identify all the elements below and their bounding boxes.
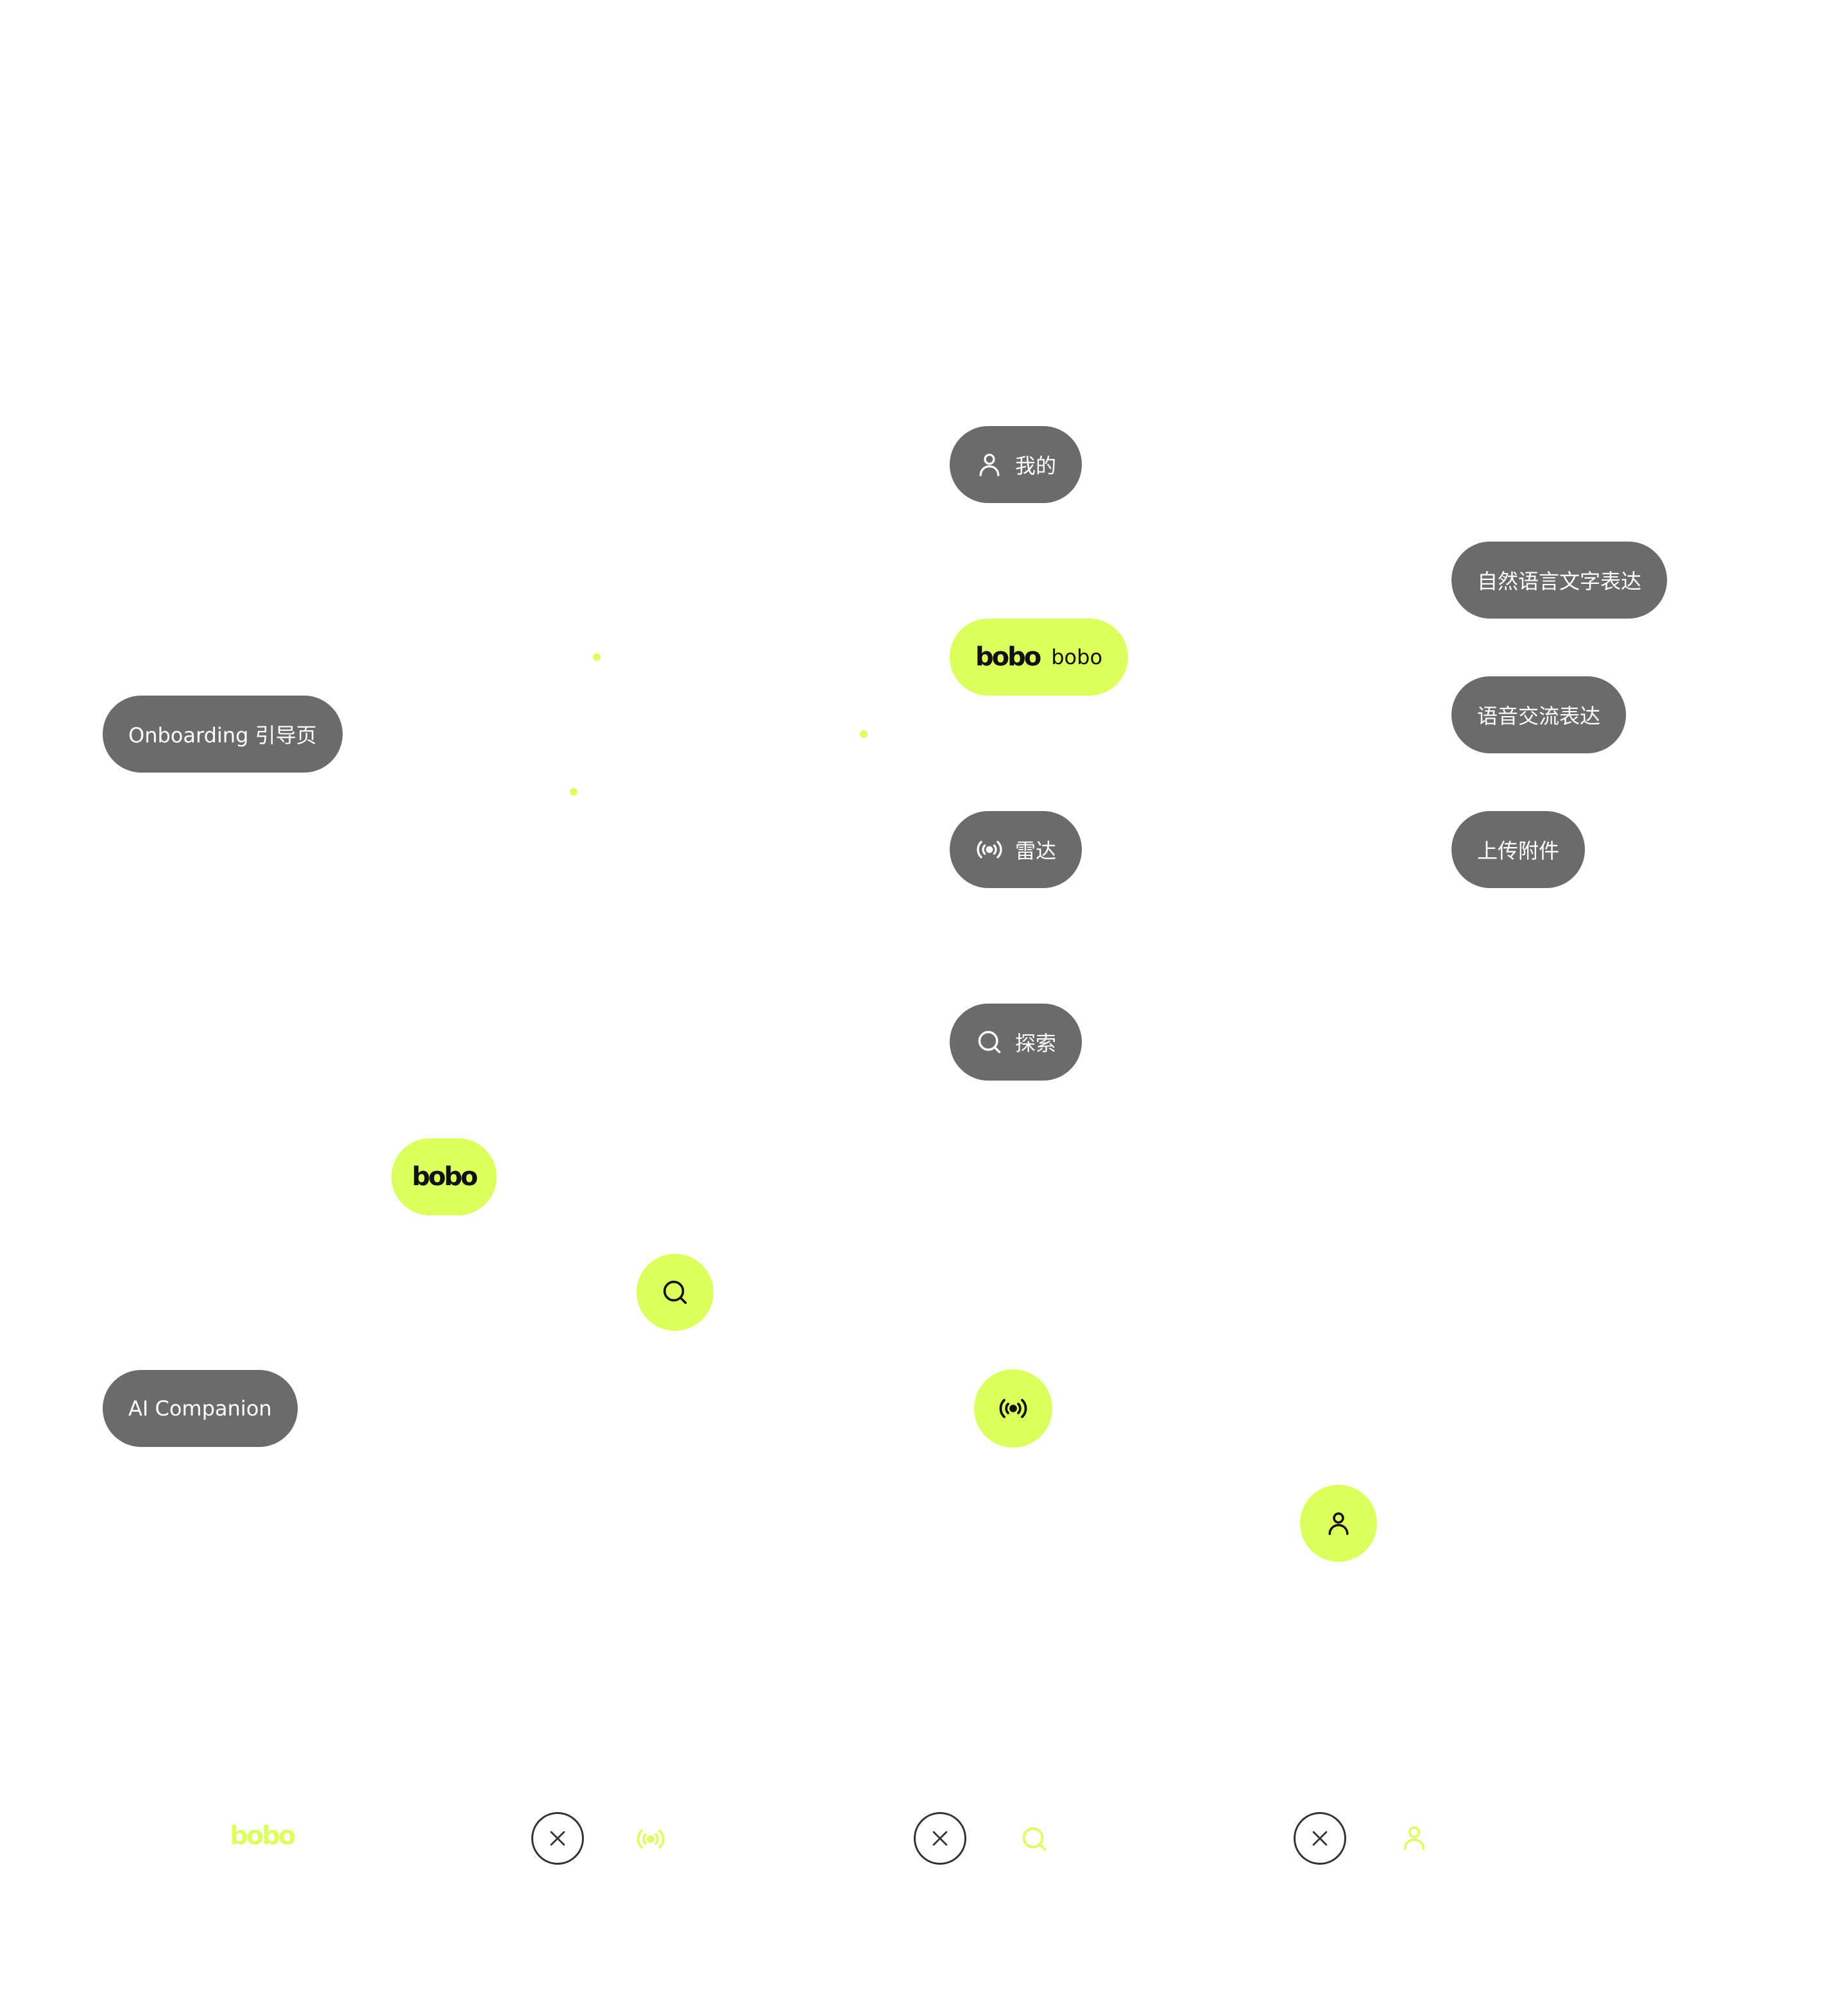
node-bobo[interactable]: bobo bobo — [950, 619, 1129, 696]
close-icon — [932, 1831, 948, 1846]
bobo-button[interactable]: bobo — [391, 1138, 497, 1215]
node-radar-label: 雷达 — [1015, 839, 1057, 863]
node-voice[interactable]: 语音交流表达 — [1451, 676, 1627, 753]
user-icon — [1403, 1826, 1425, 1851]
radar-icon — [999, 1399, 1027, 1418]
node-ai-companion[interactable]: AI Companion — [103, 1370, 298, 1447]
radar-icon — [637, 1829, 665, 1849]
bobo-logo: bobo — [411, 1162, 478, 1192]
search-icon — [1022, 1827, 1047, 1851]
node-radar[interactable]: 雷达 — [950, 811, 1082, 888]
node-nl-text-label: 自然语言文字表达 — [1477, 569, 1642, 594]
node-upload-label: 上传附件 — [1477, 839, 1560, 863]
node-mine-label: 我的 — [1015, 454, 1057, 478]
node-explore-label: 探索 — [1015, 1031, 1057, 1056]
close-button[interactable] — [914, 1812, 966, 1865]
node-explore[interactable]: 探索 — [950, 1004, 1082, 1081]
connector-dot — [593, 653, 601, 661]
user-icon — [975, 450, 1004, 479]
node-bobo-label: bobo — [1051, 645, 1103, 669]
search-icon — [663, 1280, 687, 1305]
close-button[interactable] — [531, 1812, 584, 1865]
mine-fab[interactable] — [1300, 1485, 1377, 1562]
close-icon — [1312, 1831, 1328, 1846]
radar-fab[interactable] — [974, 1369, 1052, 1448]
search-icon — [975, 1028, 1004, 1056]
node-mine[interactable]: 我的 — [950, 426, 1082, 503]
close-button[interactable] — [1294, 1812, 1346, 1865]
close-icon — [550, 1831, 565, 1846]
bobo-logo: bobo — [975, 642, 1041, 672]
explore-fab[interactable] — [637, 1254, 714, 1331]
mine-tab[interactable] — [1399, 1822, 1430, 1853]
node-ai-companion-label: AI Companion — [128, 1396, 272, 1421]
connector-dot — [860, 730, 868, 738]
connector-dot — [570, 788, 578, 796]
node-voice-label: 语音交流表达 — [1477, 704, 1601, 728]
bobo-tab-logo[interactable]: bobo — [230, 1821, 296, 1851]
node-nl-text[interactable]: 自然语言文字表达 — [1451, 542, 1668, 619]
node-onboarding[interactable]: Onboarding 引导页 — [103, 696, 343, 773]
node-upload[interactable]: 上传附件 — [1451, 811, 1586, 888]
radar-icon — [975, 835, 1004, 864]
node-onboarding-label: Onboarding 引导页 — [128, 723, 317, 748]
radar-tab[interactable] — [635, 1824, 666, 1854]
explore-tab[interactable] — [1019, 1824, 1050, 1854]
user-icon — [1328, 1512, 1349, 1536]
